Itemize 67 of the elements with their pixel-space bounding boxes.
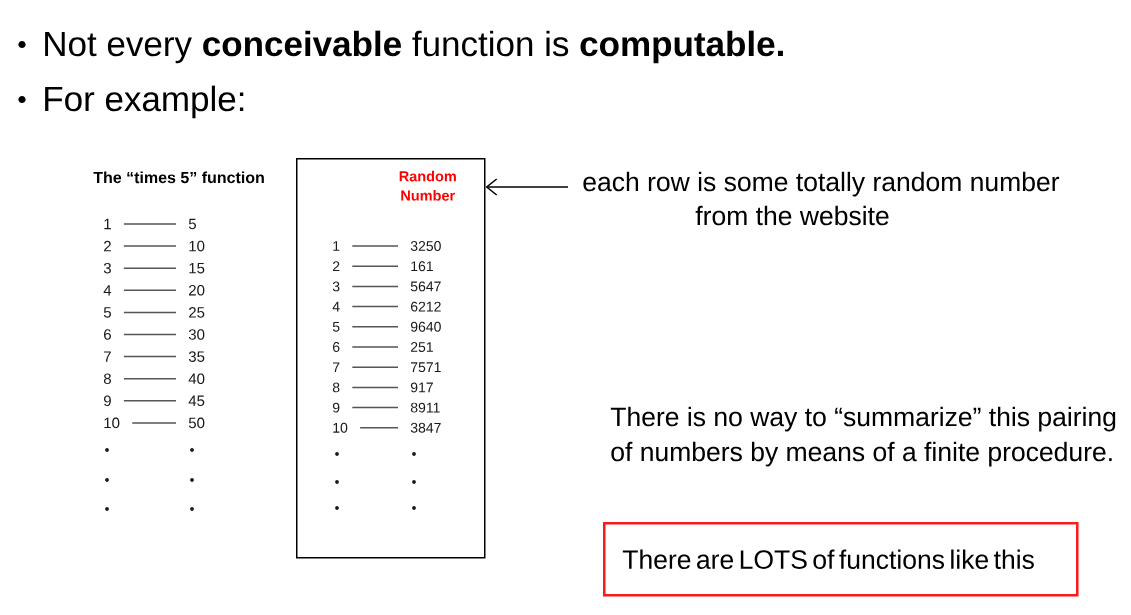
connector-line	[351, 406, 399, 409]
connector-line	[359, 427, 399, 429]
table-number: 8	[103, 373, 111, 384]
connector-line	[123, 289, 177, 292]
table-number: 1	[104, 218, 111, 230]
connector-line	[123, 377, 177, 380]
connector-line	[351, 285, 399, 288]
table-number: 917	[410, 382, 433, 393]
table-number: 10	[104, 417, 120, 429]
table-number: 5	[103, 307, 111, 318]
table-number: 5	[188, 218, 196, 230]
bullet-text: For example:	[45, 85, 244, 119]
table-number: 7	[104, 351, 111, 362]
table-number: 15	[189, 263, 205, 274]
table-number: 9	[104, 395, 111, 407]
connector-line	[351, 386, 399, 389]
table-number: 8	[332, 382, 340, 393]
table-title: The “times 5” function	[93, 171, 264, 184]
table-number: 5647	[410, 281, 441, 292]
table-number: 1	[333, 241, 340, 251]
connector-line	[123, 223, 177, 225]
table-number: 161	[411, 261, 433, 272]
table-number: 20	[189, 285, 205, 296]
table-number: 35	[188, 351, 205, 362]
table-number: 2	[333, 261, 340, 272]
connector-line	[123, 267, 177, 269]
connector-line	[123, 400, 177, 402]
table-number: 40	[188, 373, 205, 384]
bullet-text: Not every conceivable function is computable.	[45, 30, 783, 64]
table-number: 9	[332, 402, 340, 413]
table-number: 10	[189, 240, 205, 252]
table-number: 5	[332, 321, 340, 332]
table-number: 251	[411, 342, 433, 352]
table-number: 3847	[410, 422, 441, 433]
note-text: There is no way to “summarize” this pairing of numbers by means of a finite procedure.	[610, 406, 1116, 467]
connector-line	[351, 245, 399, 247]
table-number: 45	[188, 395, 205, 407]
connector-line	[123, 245, 177, 247]
connector-line	[123, 311, 177, 314]
table-number: 3250	[410, 241, 441, 251]
arrow	[485, 178, 569, 196]
connector-line	[351, 265, 399, 267]
table-number: 6	[333, 342, 340, 352]
connector-line	[123, 333, 177, 336]
table-number: 7	[333, 362, 340, 372]
table-number: 3	[103, 262, 111, 274]
table-number: 30	[188, 329, 205, 340]
table-number: 4	[332, 301, 340, 312]
connector-line	[123, 355, 177, 358]
table-number: 8911	[410, 402, 440, 413]
connector-line	[351, 305, 399, 308]
table-number: 50	[188, 417, 205, 429]
table-number: 2	[104, 240, 111, 252]
annotation-text: each row is some totally random number from the website	[583, 171, 1060, 226]
table-number: 6	[104, 329, 111, 340]
callout-box: There are LOTS of functions like this	[603, 522, 1079, 597]
table-number: 25	[189, 307, 205, 318]
connector-line	[351, 326, 399, 328]
connector-line	[351, 346, 399, 348]
table-number: 9640	[410, 321, 441, 332]
connector-line	[351, 366, 399, 368]
table-number: 7571	[411, 362, 441, 373]
connector-line	[131, 422, 177, 424]
table-number: 3	[332, 281, 340, 292]
table-number: 10	[333, 422, 348, 433]
table-number: 4	[103, 285, 112, 296]
table-number: 6212	[411, 301, 441, 312]
